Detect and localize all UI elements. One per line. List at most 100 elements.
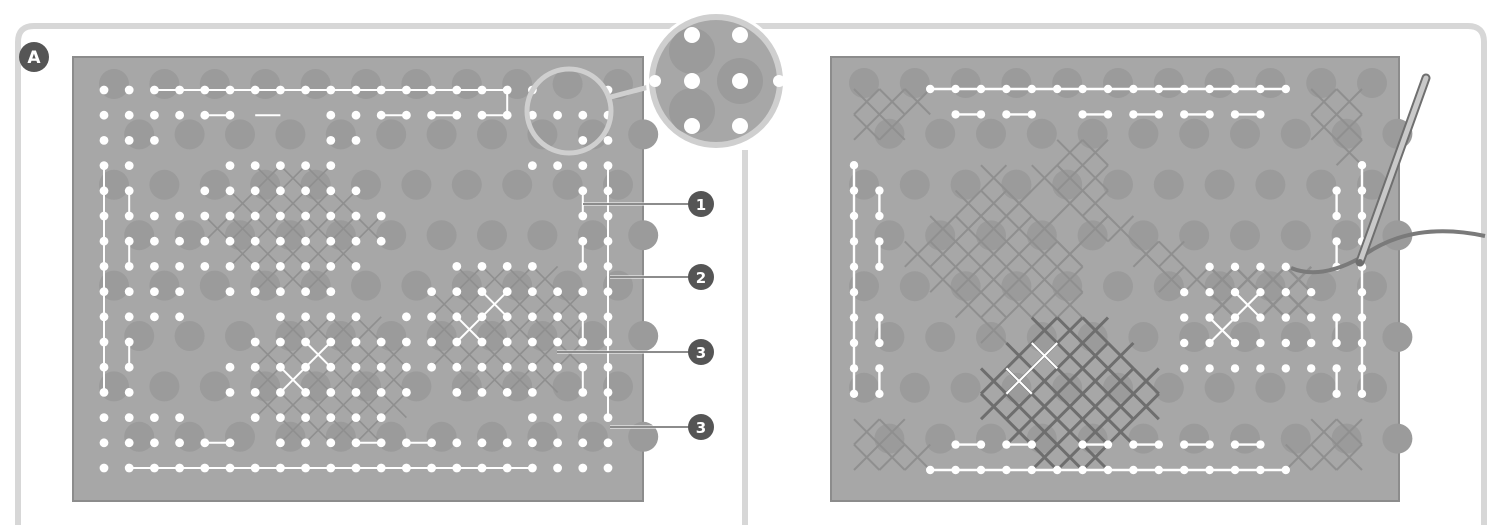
hole	[377, 338, 386, 347]
dot	[175, 321, 205, 351]
hole	[578, 363, 587, 372]
dot	[376, 220, 406, 250]
hole	[1078, 440, 1086, 448]
hole	[352, 111, 361, 120]
hole	[553, 438, 562, 447]
hole	[352, 388, 361, 397]
dot	[275, 422, 305, 452]
callout-label-3b: 3	[696, 419, 706, 437]
hole	[604, 237, 613, 246]
dot	[502, 371, 532, 401]
hole	[200, 237, 209, 246]
hole	[226, 287, 235, 296]
hole	[326, 262, 335, 271]
dot	[1382, 424, 1412, 454]
hole	[850, 237, 858, 245]
hole	[427, 287, 436, 296]
dot	[477, 422, 507, 452]
hole	[1332, 390, 1340, 398]
dot	[1103, 170, 1133, 200]
hole	[1358, 339, 1366, 347]
hole	[251, 86, 260, 95]
hole	[1256, 440, 1264, 448]
hole	[352, 186, 361, 195]
hole	[452, 86, 461, 95]
hole	[276, 237, 285, 246]
hole	[226, 262, 235, 271]
panel-label-badge: A	[19, 42, 49, 72]
dot	[900, 373, 930, 403]
left-board	[73, 57, 658, 501]
dot	[1281, 322, 1311, 352]
hole	[1129, 85, 1137, 93]
hole	[1256, 466, 1264, 474]
hole	[1053, 466, 1061, 474]
hole	[503, 363, 512, 372]
hole	[578, 388, 587, 397]
hole	[875, 364, 883, 372]
hole	[352, 262, 361, 271]
hole	[503, 86, 512, 95]
hole	[100, 338, 109, 347]
hole	[352, 438, 361, 447]
hole	[251, 212, 260, 221]
hole	[850, 263, 858, 271]
dot	[225, 119, 255, 149]
dot	[351, 271, 381, 301]
hole	[402, 86, 411, 95]
hole	[251, 237, 260, 246]
hole	[553, 464, 562, 473]
hole	[175, 86, 184, 95]
hole	[125, 287, 134, 296]
dot	[527, 422, 557, 452]
dot	[976, 119, 1006, 149]
hole	[226, 161, 235, 170]
hole	[604, 212, 613, 221]
dot	[976, 424, 1006, 454]
hole	[1332, 364, 1340, 372]
hole	[1180, 85, 1188, 93]
hole	[528, 287, 537, 296]
hole	[150, 438, 159, 447]
dot	[553, 69, 583, 99]
hole	[578, 413, 587, 422]
dot	[200, 371, 230, 401]
hole	[875, 313, 883, 321]
hole	[150, 287, 159, 296]
hole	[1282, 466, 1290, 474]
hole	[951, 85, 959, 93]
hole	[377, 363, 386, 372]
hole	[1256, 364, 1264, 372]
hole	[503, 464, 512, 473]
hole	[352, 338, 361, 347]
hole	[1180, 466, 1188, 474]
hole	[1358, 186, 1366, 194]
hole	[377, 237, 386, 246]
hole	[578, 312, 587, 321]
hole	[1104, 466, 1112, 474]
dot	[452, 69, 482, 99]
hole	[200, 111, 209, 120]
dot	[200, 170, 230, 200]
hole	[200, 438, 209, 447]
hole	[1180, 364, 1188, 372]
hole	[553, 338, 562, 347]
hole	[578, 287, 587, 296]
dot	[1103, 271, 1133, 301]
hole	[850, 288, 858, 296]
hole	[226, 464, 235, 473]
hole	[301, 413, 310, 422]
dot	[477, 119, 507, 149]
hole	[402, 312, 411, 321]
hole	[1180, 313, 1188, 321]
hole	[875, 339, 883, 347]
hole	[276, 86, 285, 95]
hole	[604, 464, 613, 473]
hole	[452, 438, 461, 447]
hole	[977, 466, 985, 474]
dot	[1205, 373, 1235, 403]
dot	[900, 170, 930, 200]
hole	[875, 237, 883, 245]
hole	[402, 464, 411, 473]
hole	[1205, 466, 1213, 474]
